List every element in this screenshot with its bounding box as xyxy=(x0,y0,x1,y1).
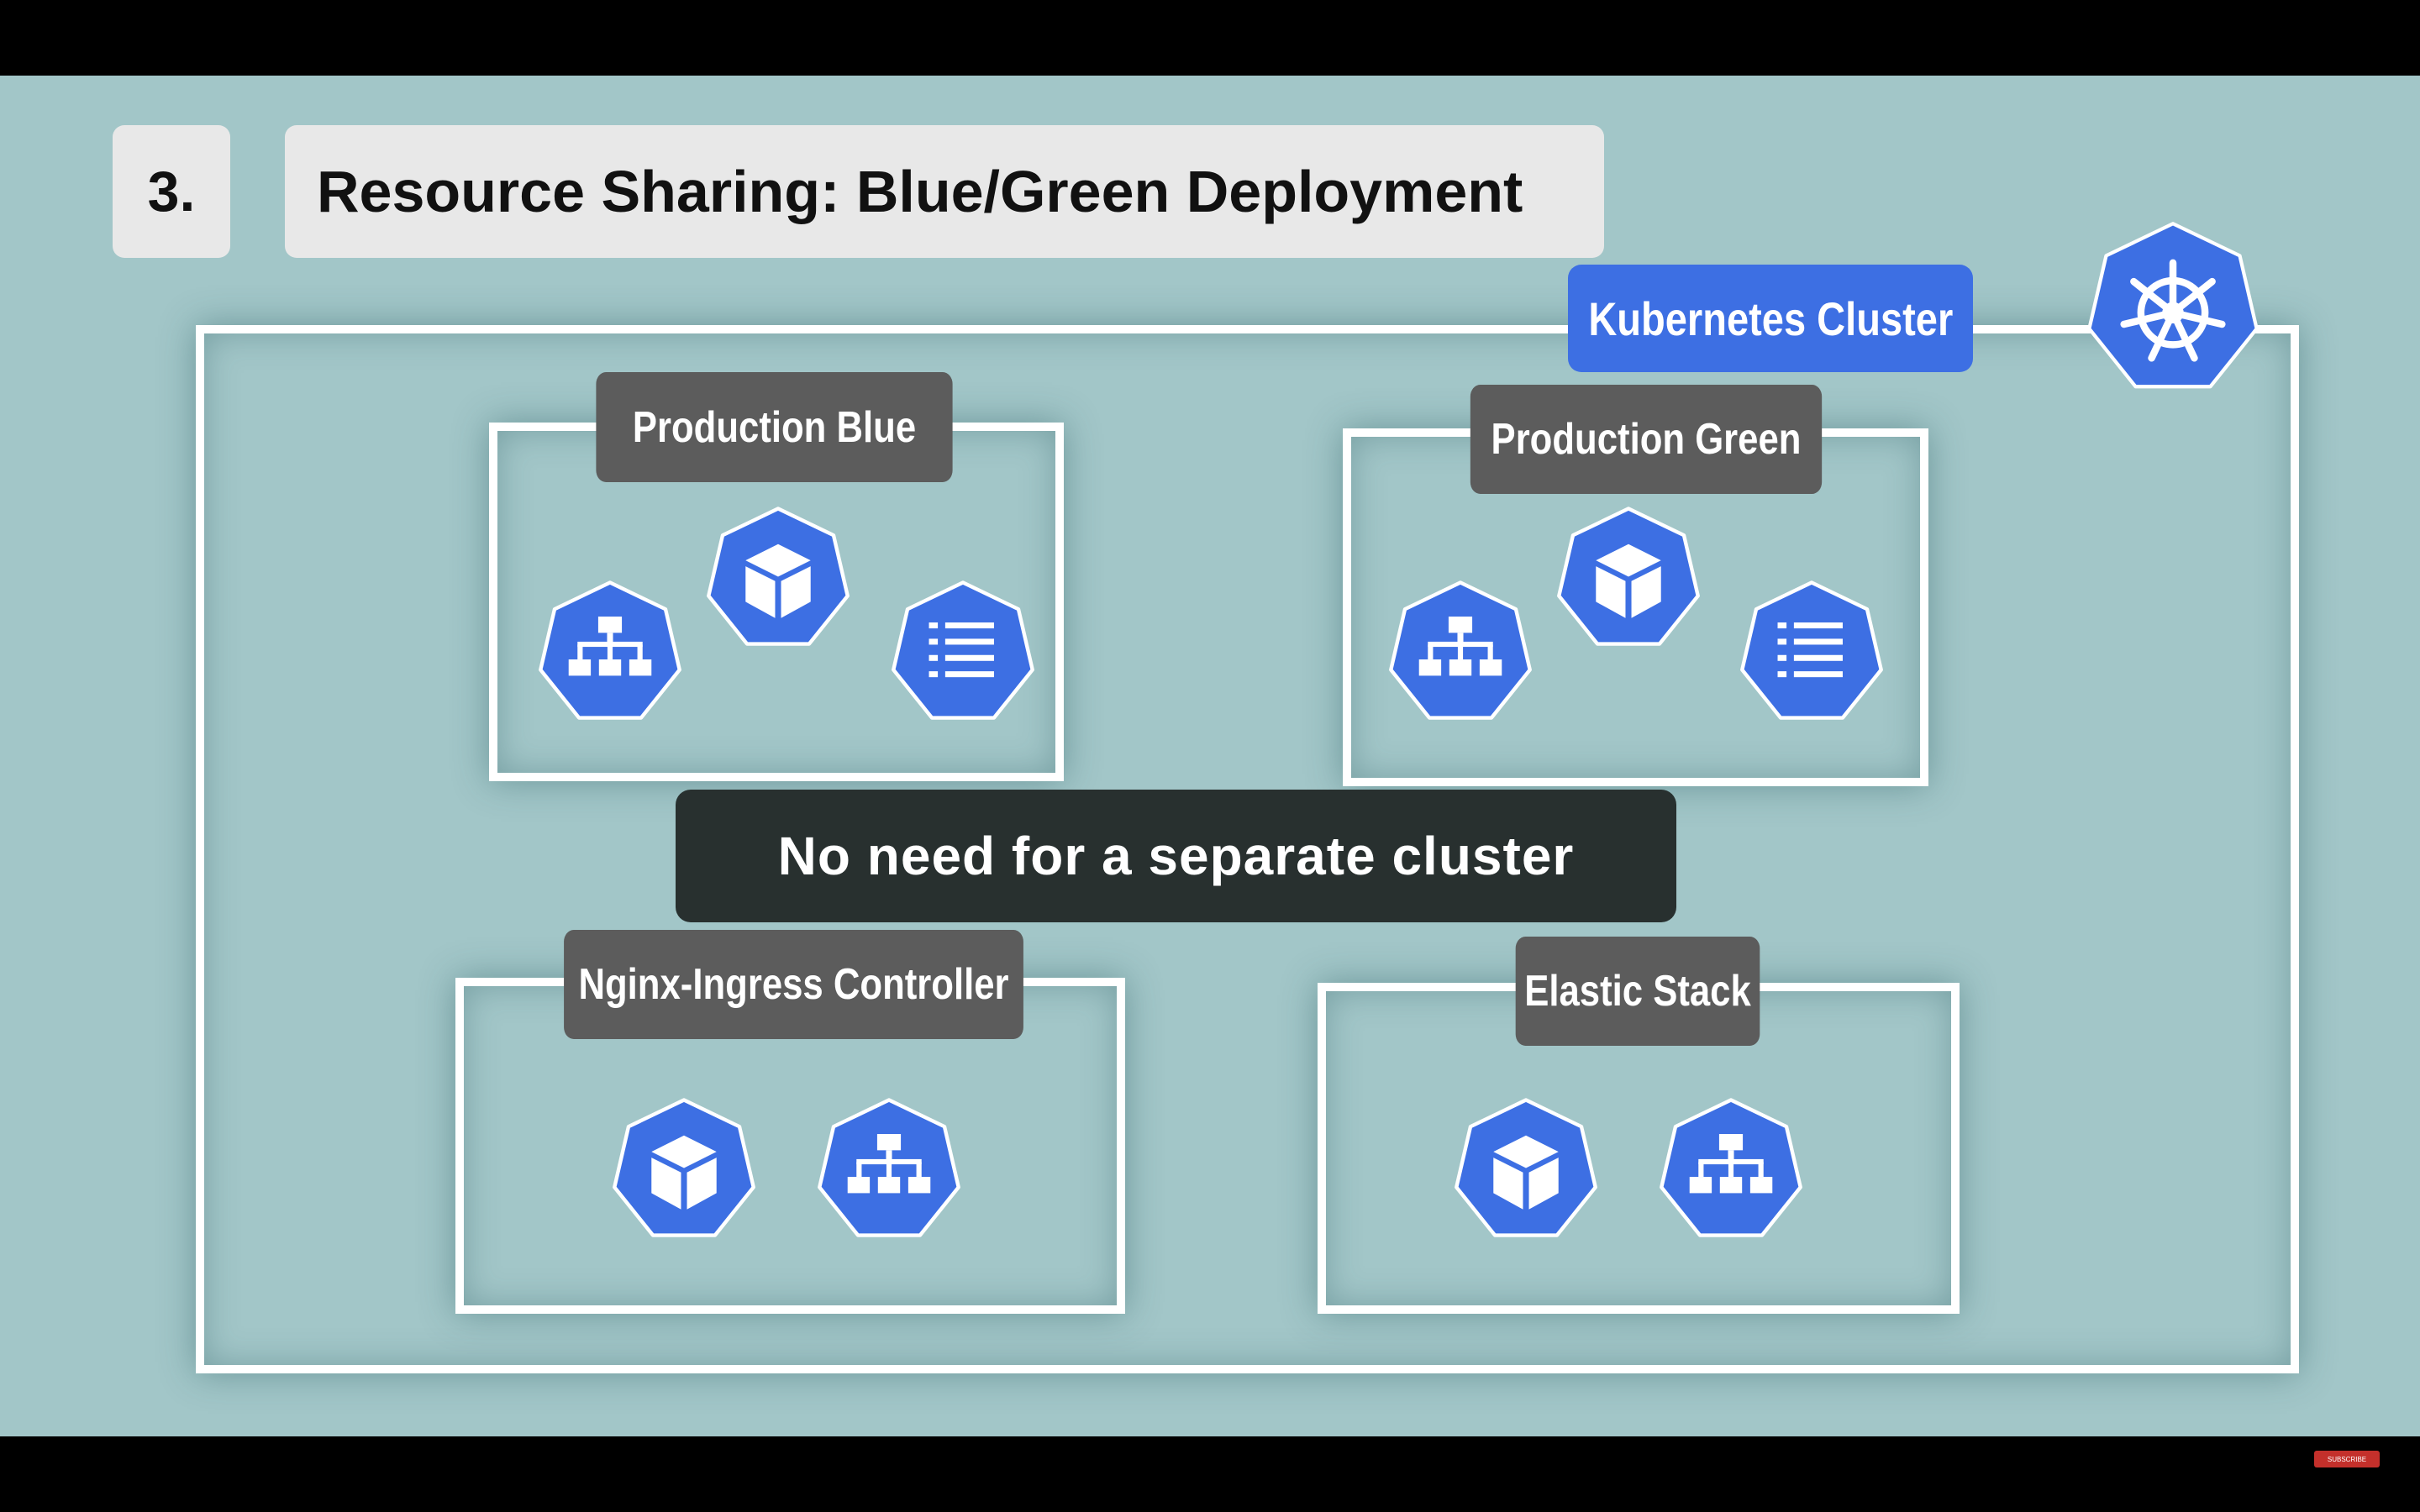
pod-icon xyxy=(704,506,852,654)
slide-number: 3. xyxy=(113,125,230,258)
nginx-ingress-label: Nginx-Ingress Controller xyxy=(564,930,1023,1039)
elastic-stack-label: Elastic Stack xyxy=(1515,937,1760,1046)
production-green-label: Production Green xyxy=(1470,385,1823,494)
kubernetes-cluster-label: Kubernetes Cluster xyxy=(1568,265,1973,372)
configmap-icon xyxy=(1738,580,1886,727)
pod-icon xyxy=(610,1097,758,1245)
pod-icon xyxy=(1452,1097,1600,1245)
slide-background xyxy=(0,76,2420,1436)
production-blue-label: Production Blue xyxy=(596,372,953,482)
subscribe-badge[interactable]: SUBSCRIBE xyxy=(2314,1451,2380,1467)
service-icon xyxy=(815,1097,963,1245)
service-icon xyxy=(1657,1097,1805,1245)
kubernetes-helm-wheel-icon xyxy=(2084,220,2262,398)
configmap-icon xyxy=(889,580,1037,727)
slide-title: Resource Sharing: Blue/Green Deployment xyxy=(285,125,1604,258)
service-icon xyxy=(1386,580,1534,727)
service-icon xyxy=(536,580,684,727)
callout-banner: No need for a separate cluster xyxy=(676,790,1676,922)
pod-icon xyxy=(1555,506,1702,654)
kubernetes-cluster-frame xyxy=(196,325,2299,1373)
